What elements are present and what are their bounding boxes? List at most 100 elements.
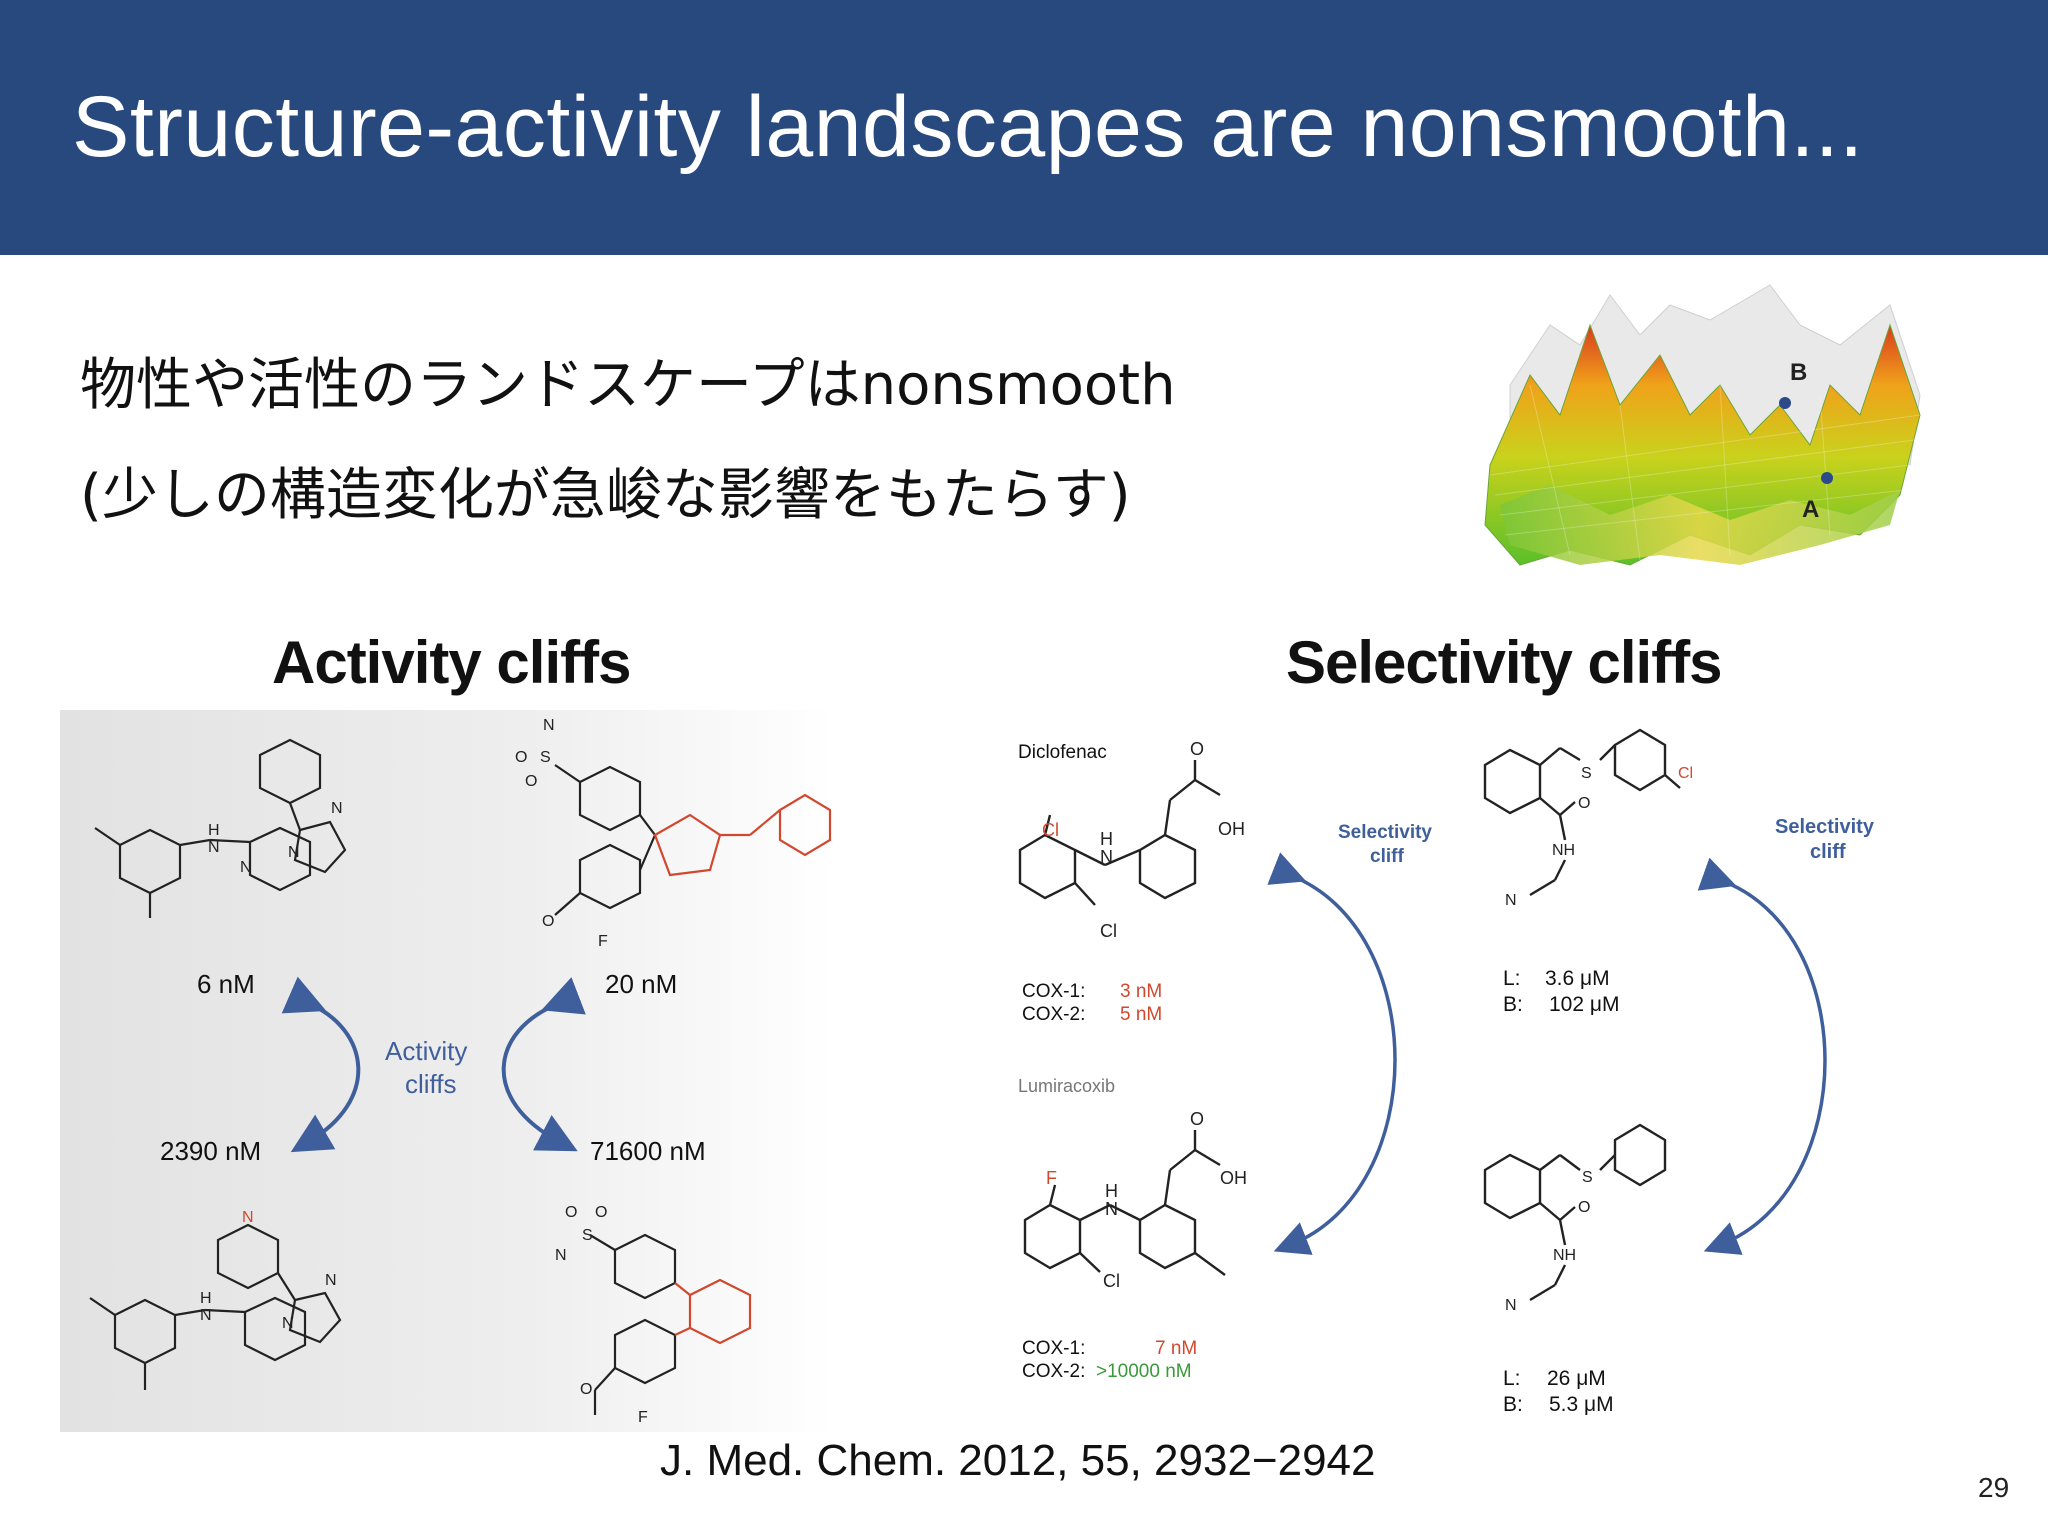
lumiracoxib-atom-f: F <box>1046 1168 1057 1188</box>
bl-atom-n-pyridine: N <box>242 1209 254 1226</box>
landscape-surface-front <box>1484 323 1921 566</box>
selectivity-cliff-middle-line1: Selectivity <box>1338 822 1432 843</box>
activity-value-bottom-left: 2390 nM <box>160 1136 261 1166</box>
activity-cliffs-heading: Activity cliffs <box>272 629 631 696</box>
top-compound-b-label: B: <box>1503 993 1523 1016</box>
landscape-point-b-marker <box>1779 397 1791 409</box>
bottom-compound-b-label: B: <box>1503 1393 1523 1416</box>
slide-header: Structure-activity landscapes are nonsmo… <box>0 0 2048 255</box>
br-atom-o1: O <box>565 1204 577 1221</box>
diclofenac-cox1-value: 3 nM <box>1120 981 1162 1002</box>
diclofenac-cox1-label: COX-1: <box>1022 981 1085 1002</box>
bullet-line-1: 物性や活性のランドスケープはnonsmooth <box>80 353 1176 418</box>
br-atom-s: S <box>582 1227 593 1244</box>
lumiracoxib-atom-oh: OH <box>1220 1168 1247 1188</box>
br-atom-n: N <box>555 1247 567 1264</box>
diclofenac-atom-oh: OH <box>1218 819 1245 839</box>
activity-value-top-right: 20 nM <box>605 969 677 999</box>
diclofenac-ring-left <box>1018 833 1077 900</box>
tr-thiazoline-ring <box>653 813 722 877</box>
bottom-compound-atom-nh: NH <box>1553 1247 1576 1264</box>
landscape-point-b-label: B <box>1790 359 1807 386</box>
tl-imidazole-ring <box>293 820 347 874</box>
landscape-point-a-label: A <box>1802 496 1819 523</box>
lumiracoxib-cox1-value: 7 nM <box>1155 1338 1197 1359</box>
selectivity-cliffs-heading: Selectivity cliffs <box>1286 629 1723 696</box>
top-compound-atom-nh: NH <box>1552 842 1575 859</box>
lumiracoxib-cox1-label: COX-1: <box>1022 1338 1085 1359</box>
tr-atom-f: F <box>598 933 608 950</box>
tl-atom-n3: N <box>240 859 252 876</box>
tl-atom-n2: N <box>288 844 300 861</box>
diclofenac-atom-cl-top: Cl <box>1042 820 1059 840</box>
lumiracoxib-cox2-label: COX-2: <box>1022 1361 1085 1382</box>
top-compound-atom-o: O <box>1578 795 1590 812</box>
lumiracoxib-name: Lumiracoxib <box>1018 1076 1115 1096</box>
tr-atom-n-top: N <box>543 717 555 734</box>
selectivity-cliff-right-line1: Selectivity <box>1775 816 1875 838</box>
top-compound-l-label: L: <box>1503 967 1521 990</box>
bottom-compound-atom-n: N <box>1505 1297 1517 1314</box>
bottom-compound-atom-o: O <box>1578 1199 1590 1216</box>
bl-imidazole-ring <box>288 1291 342 1344</box>
lumiracoxib-cox2-value: >10000 nM <box>1096 1361 1192 1382</box>
lumiracoxib-ring-right <box>1138 1203 1197 1270</box>
activity-value-bottom-right: 71600 nM <box>590 1136 706 1166</box>
bl-atom-n2: N <box>282 1315 294 1332</box>
bl-atom-n3: N <box>200 1307 212 1324</box>
lumiracoxib-atom-o: O <box>1190 1109 1204 1129</box>
br-atom-f: F <box>638 1409 648 1426</box>
bl-atom-n1: N <box>325 1272 337 1289</box>
activity-cliffs-label-line1: Activity <box>385 1036 467 1066</box>
br-atom-o2: O <box>595 1204 607 1221</box>
bottom-compound-l-value: 26 μM <box>1547 1367 1606 1390</box>
bottom-compound-atom-s: S <box>1582 1169 1593 1186</box>
selectivity-cliffs-panel: Diclofenac O OH Cl H N Cl COX-1: 3 nM CO… <box>1018 728 1875 1416</box>
top-compound-l-value: 3.6 μM <box>1545 967 1610 990</box>
landscape-point-a-marker <box>1821 472 1833 484</box>
diclofenac-atom-n: N <box>1100 847 1113 867</box>
selectivity-cliff-right-line2: cliff <box>1810 841 1846 863</box>
activity-arrow-left <box>281 976 361 1153</box>
bullet-line-2: (少しの構造変化が急峻な影響をもたらす) <box>80 463 1131 528</box>
tr-atom-o1: O <box>515 749 527 766</box>
tl-pyrimidine-ring <box>248 826 312 892</box>
slide-title: Structure-activity landscapes are nonsmo… <box>72 79 1864 175</box>
selectivity-arrow-middle <box>1267 852 1397 1255</box>
diclofenac-cox2-label: COX-2: <box>1022 1004 1085 1025</box>
tr-atom-s: S <box>540 749 551 766</box>
diclofenac-atom-h: H <box>1100 829 1113 849</box>
bl-dimethylphenyl-ring <box>113 1298 177 1365</box>
tl-phenyl-ring <box>258 738 322 805</box>
bl-atom-h: H <box>200 1290 212 1307</box>
activity-cliffs-panel: N N N H N N S O O F O 6 nM 2390 nM 20 nM… <box>60 710 835 1432</box>
bottom-compound-b-value: 5.3 μM <box>1549 1393 1614 1416</box>
activity-cliffs-label-line2: cliffs <box>405 1069 457 1099</box>
lumiracoxib-atom-cl: Cl <box>1103 1271 1120 1291</box>
top-compound-atom-cl: Cl <box>1678 765 1693 782</box>
page-number: 29 <box>1978 1472 2010 1503</box>
bottom-compound-cyclohexane <box>1483 1153 1542 1220</box>
top-compound-atom-n: N <box>1505 892 1517 909</box>
top-compound-atom-s: S <box>1581 765 1592 782</box>
activity-value-top-left: 6 nM <box>197 969 255 999</box>
diclofenac-ring-right <box>1138 833 1197 900</box>
tl-atom-h: H <box>208 822 220 839</box>
tl-dimethylphenyl-ring <box>118 828 182 895</box>
tr-benzyl-ring <box>778 793 832 857</box>
citation: J. Med. Chem. 2012, 55, 2932−2942 <box>660 1436 1376 1485</box>
activity-landscape-figure: B A <box>1484 284 1921 566</box>
lumiracoxib-ring-left <box>1023 1203 1082 1270</box>
diclofenac-cox2-value: 5 nM <box>1120 1004 1162 1025</box>
diclofenac-atom-cl-bottom: Cl <box>1100 921 1117 941</box>
selectivity-arrow-right <box>1697 857 1827 1255</box>
top-compound-cyclohexane <box>1483 748 1542 815</box>
lumiracoxib-atom-n: N <box>1105 1199 1118 1219</box>
tl-atom-n4: N <box>208 839 220 856</box>
top-compound-chlorophenyl <box>1613 728 1667 792</box>
lumiracoxib-atom-h: H <box>1105 1181 1118 1201</box>
br-atom-o3: O <box>580 1381 592 1398</box>
activity-arrow-right <box>501 977 586 1152</box>
tr-atom-o3: O <box>542 913 554 930</box>
bottom-compound-l-label: L: <box>1503 1367 1521 1390</box>
